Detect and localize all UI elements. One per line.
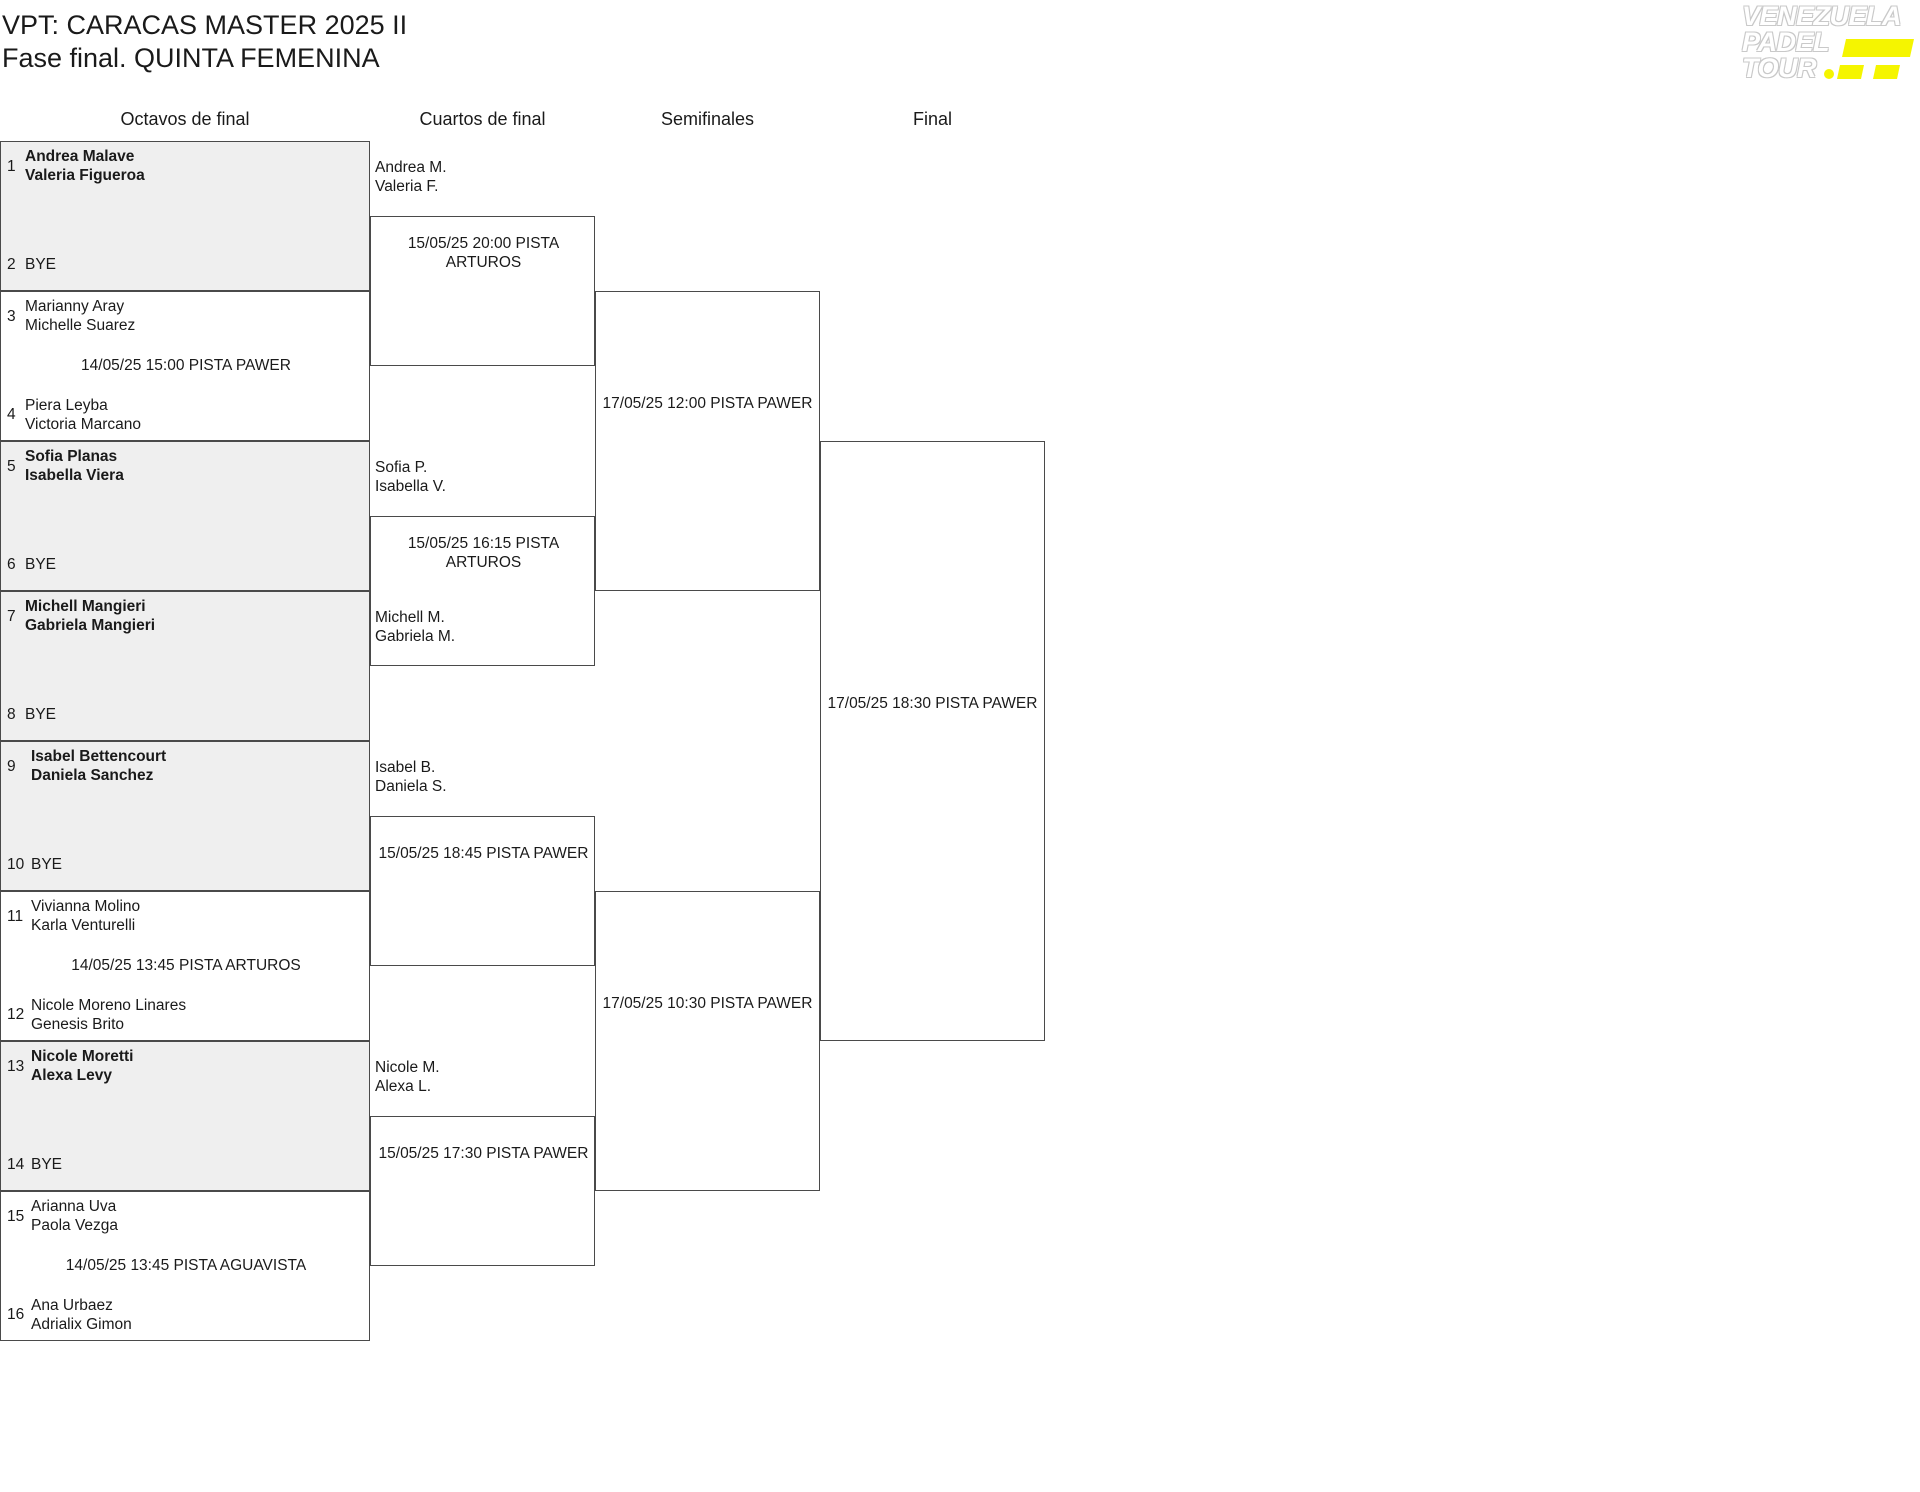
- player-name: Michell Mangieri: [25, 598, 146, 615]
- player-name: Vivianna Molino: [31, 898, 141, 915]
- bye-label: BYE: [31, 856, 63, 873]
- match-schedule: 17/05/25 10:30 PISTA PAWER: [602, 995, 813, 1012]
- qf-match: 15/05/25 17:30 PISTA PAWER: [370, 1116, 595, 1266]
- match-schedule: ARTUROS: [445, 254, 522, 271]
- player-name: Genesis Brito: [31, 1016, 125, 1033]
- match-schedule: 14/05/25 13:45 PISTA ARTUROS: [71, 957, 301, 974]
- seed-number: 6: [7, 556, 16, 573]
- player-name: Sofia Planas: [25, 448, 118, 465]
- vpt-logo: VENEZUELA PADEL TOUR: [1742, 1, 1914, 83]
- match-schedule: ARTUROS: [445, 554, 522, 571]
- final-match: 17/05/25 18:30 PISTA PAWER: [820, 441, 1045, 1041]
- seed-number: 4: [7, 406, 16, 423]
- player-name: Isabella Viera: [25, 467, 124, 484]
- logo-text-line1: VENEZUELA: [1742, 1, 1902, 31]
- qf-player-name: Valeria F.: [375, 178, 439, 195]
- qf-player-name: Isabella V.: [375, 478, 446, 495]
- bye-label: BYE: [25, 556, 57, 573]
- round-label-cuartos: Cuartos de final: [419, 109, 546, 129]
- player-name: Piera Leyba: [25, 397, 108, 414]
- round-label-semifinales: Semifinales: [660, 109, 755, 129]
- logo-text-line2: PADEL: [1742, 27, 1830, 57]
- player-name: Alexa Levy: [31, 1067, 112, 1084]
- seed-number: 12: [7, 1006, 25, 1023]
- player-name: Valeria Figueroa: [25, 167, 145, 184]
- player-name: Gabriela Mangieri: [25, 617, 156, 634]
- seed-number: 16: [7, 1306, 25, 1323]
- qf-player-name: Michell M.: [375, 609, 445, 626]
- bye-label: BYE: [25, 256, 57, 273]
- qf-player-name: Andrea M.: [375, 159, 447, 176]
- player-name: Nicole Moretti: [31, 1048, 134, 1065]
- seed-number: 3: [7, 308, 16, 325]
- qf-player-name: Isabel B.: [375, 759, 436, 776]
- logo-stripes-icon: [1824, 39, 1914, 79]
- seed-number: 9: [7, 758, 16, 775]
- seed-number: 13: [7, 1058, 25, 1075]
- round-label-octavos: Octavos de final: [120, 109, 250, 129]
- player-name: Paola Vezga: [31, 1217, 119, 1234]
- sf-match: 17/05/25 12:00 PISTA PAWER: [595, 291, 820, 591]
- logo-text-line3: TOUR: [1742, 53, 1817, 83]
- match-schedule: 14/05/25 13:45 PISTA AGUAVISTA: [65, 1257, 307, 1274]
- qf-player-name: Sofia P.: [375, 459, 428, 476]
- qf-match: 15/05/25 20:00 PISTA ARTUROS: [370, 216, 595, 366]
- player-name: Arianna Uva: [31, 1198, 117, 1215]
- match-schedule: 15/05/25 16:15 PISTA: [407, 535, 560, 552]
- bye-label: BYE: [31, 1156, 63, 1173]
- seed-number: 1: [7, 158, 16, 175]
- page-title: VPT: CARACAS MASTER 2025 II: [2, 10, 408, 40]
- player-name: Marianny Aray: [25, 298, 125, 315]
- player-name: Adrialix Gimon: [31, 1316, 132, 1333]
- bye-label: BYE: [25, 706, 57, 723]
- round-label-final: Final: [912, 109, 952, 129]
- match-schedule: 15/05/25 18:45 PISTA PAWER: [378, 845, 589, 862]
- qf-match: 15/05/25 16:15 PISTA ARTUROS: [370, 516, 595, 666]
- player-name: Victoria Marcano: [25, 416, 142, 433]
- seed-number: 5: [7, 458, 16, 475]
- player-name: Isabel Bettencourt: [31, 748, 167, 765]
- player-name: Andrea Malave: [25, 148, 135, 165]
- qf-match: 15/05/25 18:45 PISTA PAWER: [370, 816, 595, 966]
- seed-number: 8: [7, 706, 16, 723]
- page-subtitle: Fase final. QUINTA FEMENINA: [2, 43, 380, 73]
- qf-player-name: Alexa L.: [375, 1078, 432, 1095]
- match-schedule: 17/05/25 12:00 PISTA PAWER: [602, 395, 813, 412]
- qf-player-name: Nicole M.: [375, 1059, 440, 1076]
- seed-number: 2: [7, 256, 16, 273]
- seed-number: 11: [7, 908, 24, 925]
- match-schedule: 17/05/25 18:30 PISTA PAWER: [827, 695, 1038, 712]
- qf-player-name: Daniela S.: [375, 778, 447, 795]
- qf-player-name: Gabriela M.: [375, 628, 456, 645]
- match-schedule: 15/05/25 17:30 PISTA PAWER: [378, 1145, 589, 1162]
- seed-number: 10: [7, 856, 25, 873]
- match-schedule: 15/05/25 20:00 PISTA: [407, 235, 560, 252]
- seed-number: 14: [7, 1156, 25, 1173]
- sf-match: 17/05/25 10:30 PISTA PAWER: [595, 891, 820, 1191]
- player-name: Nicole Moreno Linares: [31, 997, 187, 1014]
- seed-number: 15: [7, 1208, 25, 1225]
- match-schedule: 14/05/25 15:00 PISTA PAWER: [81, 357, 291, 374]
- player-name: Ana Urbaez: [31, 1297, 113, 1314]
- seed-number: 7: [7, 608, 16, 625]
- player-name: Michelle Suarez: [25, 317, 136, 334]
- player-name: Daniela Sanchez: [31, 767, 154, 784]
- player-name: Karla Venturelli: [31, 917, 136, 934]
